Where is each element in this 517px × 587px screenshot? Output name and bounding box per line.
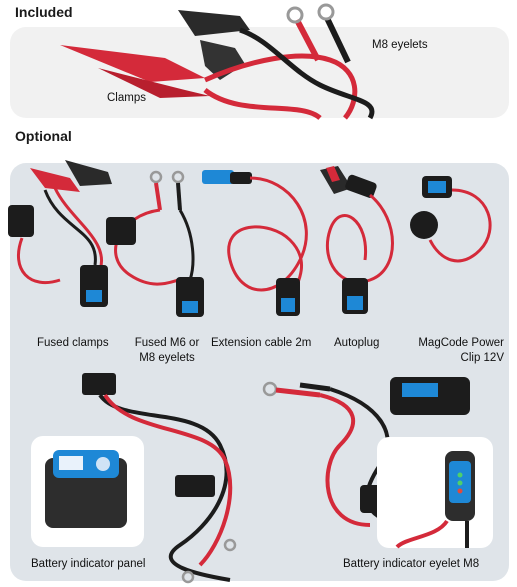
- autoplug-image: [320, 166, 394, 314]
- battery-panel-cable-image: [82, 373, 237, 584]
- included-clamps-image: [60, 3, 375, 121]
- label-battery-panel: Battery indicator panel: [31, 558, 146, 570]
- label-battery-eyelet: Battery indicator eyelet M8: [343, 558, 480, 570]
- battery-eyelet-cable-image: [262, 377, 470, 527]
- optional-heading: Optional: [15, 128, 72, 144]
- label-clamps: Clamps: [107, 92, 146, 104]
- extension-cable-image: [202, 170, 308, 316]
- label-fused-eyelets: Fused M6 or M8 eyelets: [134, 337, 200, 364]
- label-autoplug: Autoplug: [334, 337, 380, 349]
- label-fused-clamps: Fused clamps: [37, 337, 109, 349]
- label-extension-cable: Extension cable 2m: [211, 337, 312, 349]
- included-heading: Included: [15, 4, 73, 20]
- battery-panel-image: [45, 450, 127, 528]
- fused-eyelets-image: [106, 170, 204, 317]
- magcode-clip-image: [410, 176, 492, 263]
- label-magcode: MagCode Power Clip 12V: [418, 337, 504, 364]
- label-m8-eyelets: M8 eyelets: [372, 39, 428, 51]
- battery-eyelet-image: [395, 451, 475, 549]
- fused-clamps-image: [8, 160, 112, 307]
